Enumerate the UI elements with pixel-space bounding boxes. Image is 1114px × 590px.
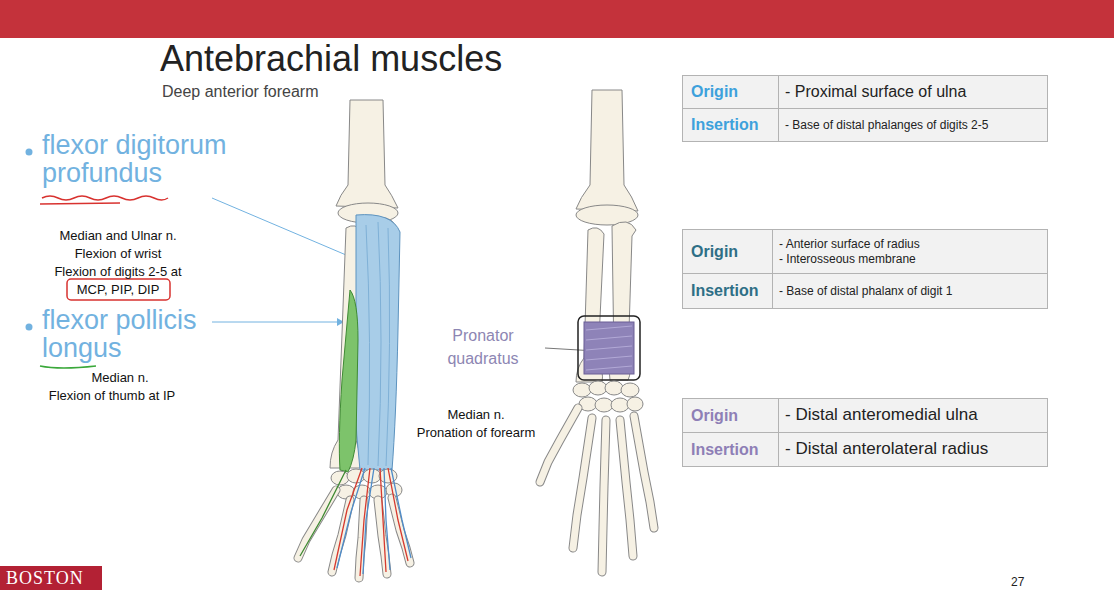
cell-text: - Distal anterolateral radius xyxy=(785,439,1041,459)
subtitle: Deep anterior forearm xyxy=(162,83,422,101)
slide-title: Antebrachial muscles xyxy=(160,38,502,79)
bullet xyxy=(26,149,33,156)
tendon xyxy=(384,468,390,570)
table-value-cell: - Anterior surface of radius- Interosseo… xyxy=(773,230,1047,273)
table-header-cell: Insertion xyxy=(683,274,773,308)
carpal-bone xyxy=(589,381,607,395)
page-number: 27 xyxy=(1011,576,1051,590)
info-table: Origin - Proximal surface of ulnaInsertio… xyxy=(682,75,1048,142)
action-note: Flexion of thumb at IP xyxy=(7,389,217,404)
logo-text: BOSTON xyxy=(6,568,100,589)
info-table: Origin - Anterior surface of radius- Inte… xyxy=(682,229,1048,309)
cell-text: - Proximal surface of ulna xyxy=(785,82,1041,101)
tendon xyxy=(300,470,346,556)
action-note: MCP, PIP, DIP xyxy=(13,283,223,298)
carpal-bone xyxy=(595,398,613,412)
row-heading: Insertion xyxy=(691,441,759,459)
nerve-note: Median n. xyxy=(376,408,576,423)
pen-underline xyxy=(40,203,120,204)
row-heading: Origin xyxy=(691,407,738,425)
leader-line xyxy=(212,322,344,323)
table-header-cell: Origin xyxy=(683,230,773,273)
table-header-cell: Insertion xyxy=(683,433,779,466)
forearm-bones-illustration xyxy=(540,90,654,572)
tendon xyxy=(388,468,408,561)
action-note: Pronation of forearm xyxy=(376,426,576,441)
muscle-fibres xyxy=(586,326,632,370)
elbow-joint xyxy=(576,205,638,225)
carpal-bone xyxy=(627,397,643,411)
nerve-note: Median n. xyxy=(15,371,225,386)
tendon xyxy=(363,468,374,574)
flexor-pollicis-longus xyxy=(339,290,358,472)
header-bar xyxy=(0,0,1114,38)
cell-text: - Base of distal phalanges of digits 2-5 xyxy=(785,118,1041,132)
table-value-cell: - Base of distal phalanges of digits 2-5 xyxy=(779,109,1047,141)
tendon xyxy=(391,468,411,558)
carpal-bone xyxy=(611,398,629,412)
table-value-cell: - Distal anterolateral radius xyxy=(779,433,1047,466)
row-heading: Insertion xyxy=(691,116,759,134)
table-row: Origin - Proximal surface of ulna xyxy=(683,76,1047,108)
finger-bones xyxy=(540,408,654,572)
nerve-note: Median and Ulnar n. xyxy=(13,229,223,244)
tendon xyxy=(360,468,370,576)
table-row: Origin - Anterior surface of radius- Inte… xyxy=(683,230,1047,273)
table-header-cell: Insertion xyxy=(683,109,779,141)
cell-text: - Distal anteromedial ulna xyxy=(785,405,1041,425)
table-header-cell: Origin xyxy=(683,399,779,432)
tendon xyxy=(337,468,365,568)
carpal-bone xyxy=(573,383,591,397)
flexor-digitorum-profundus xyxy=(355,215,400,470)
muscle-name: flexor digitorum profundus xyxy=(42,131,242,188)
table-value-cell: - Proximal surface of ulna xyxy=(779,76,1047,108)
logo-ground xyxy=(0,566,102,590)
finger-bones-outline xyxy=(540,408,654,572)
pen-underline xyxy=(40,366,96,368)
tendons xyxy=(300,468,411,576)
info-table: Origin - Distal anteromedial ulnaInsertio… xyxy=(682,398,1048,467)
pen-underline xyxy=(42,196,168,200)
row-heading: Origin xyxy=(691,243,738,261)
row-heading: Insertion xyxy=(691,282,759,300)
muscle-name: flexor pollicis longus xyxy=(42,306,242,363)
pronator-quadratus-muscle xyxy=(584,322,634,374)
table-row: Origin - Distal anteromedial ulna xyxy=(683,399,1047,432)
table-row: Insertion - Base of distal phalanges of d… xyxy=(683,108,1047,141)
bullet xyxy=(26,324,33,331)
table-header-cell: Origin xyxy=(683,76,779,108)
forearm-muscles-illustration xyxy=(298,100,411,578)
muscle-name: Pronator quadratus xyxy=(428,324,538,370)
humerus xyxy=(336,100,398,208)
row-heading: Origin xyxy=(691,83,738,101)
table-row: Insertion - Distal anterolateral radius xyxy=(683,432,1047,466)
cell-text: - Interosseous membrane xyxy=(779,252,1041,266)
carpal-bone xyxy=(621,383,639,397)
muscle-fibres xyxy=(366,222,390,466)
tendon xyxy=(334,468,362,570)
highlight-box xyxy=(578,316,640,380)
action-note: Flexion of wrist xyxy=(13,247,223,262)
cell-text: - Base of distal phalanx of digit 1 xyxy=(779,284,1041,298)
carpal-bone xyxy=(605,381,623,395)
carpal-bones xyxy=(573,381,643,412)
humerus xyxy=(576,90,638,211)
action-note: Flexion of digits 2-5 at xyxy=(13,265,223,280)
cell-text: - Anterior surface of radius xyxy=(779,237,1041,251)
table-row: Insertion - Base of distal phalanx of dig… xyxy=(683,273,1047,308)
table-value-cell: - Distal anteromedial ulna xyxy=(779,399,1047,432)
table-value-cell: - Base of distal phalanx of digit 1 xyxy=(773,274,1047,308)
